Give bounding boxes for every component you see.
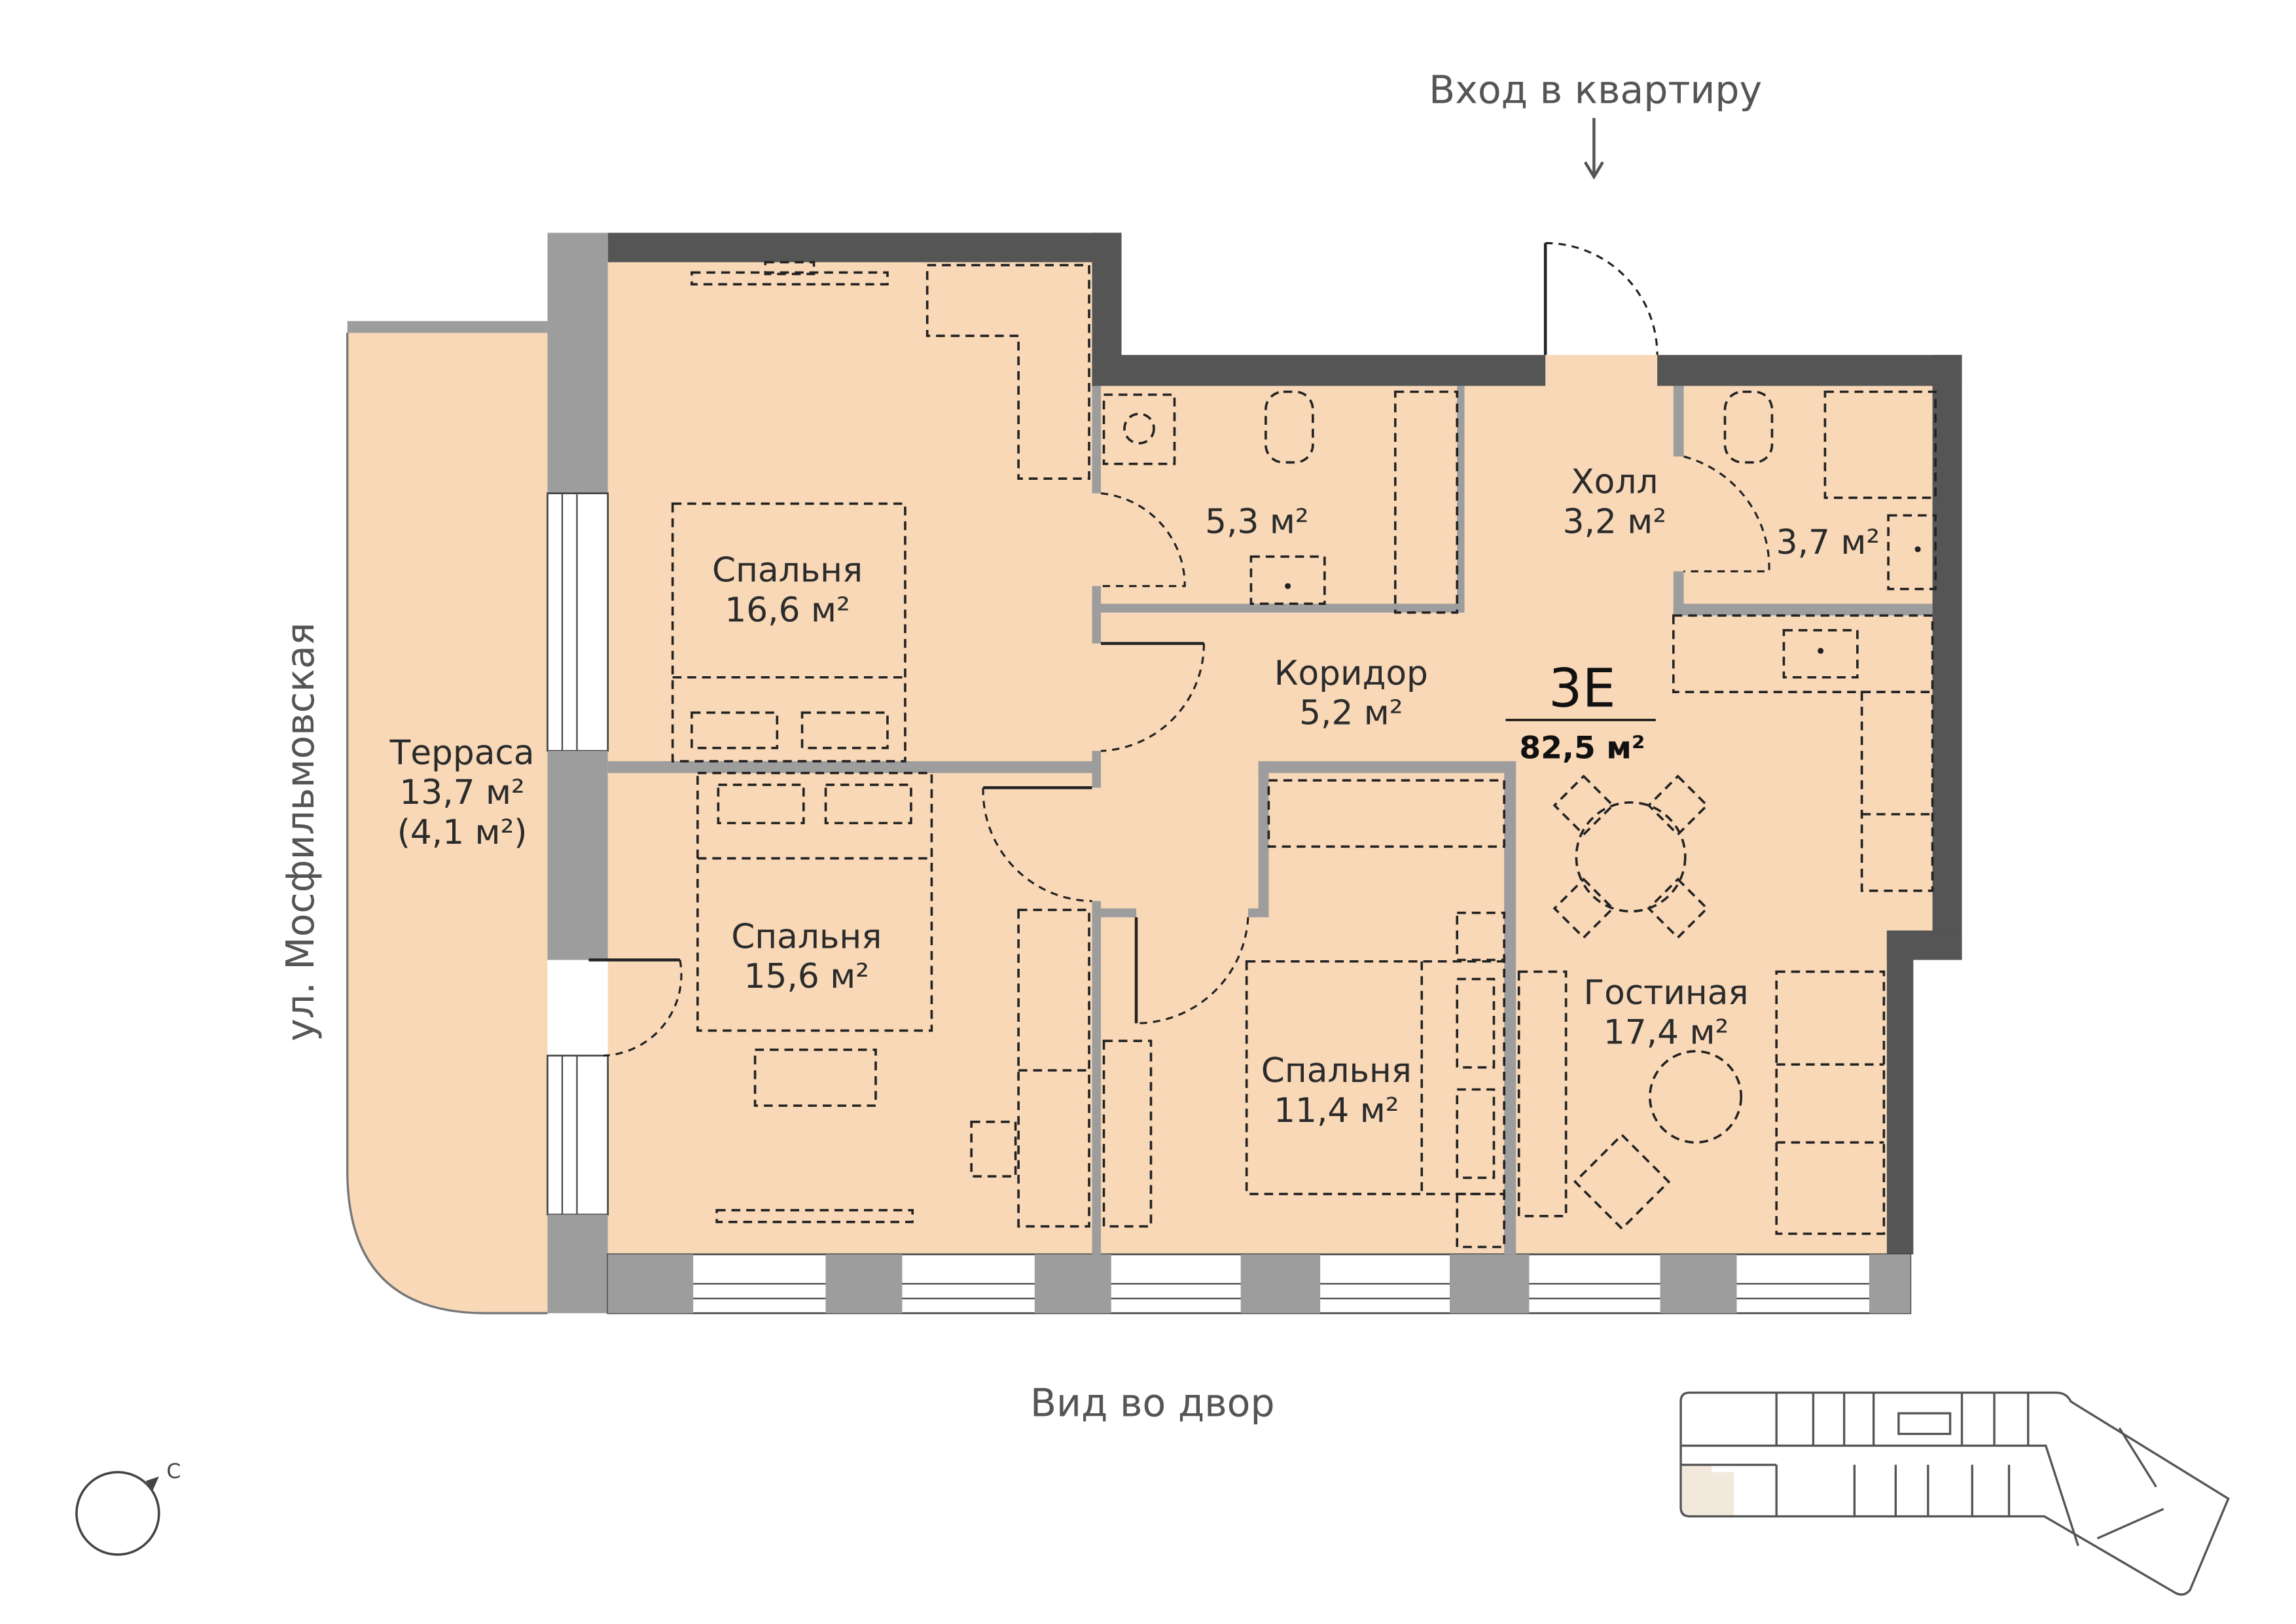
apartment-badge: 3Е 82,5 м² bbox=[1505, 659, 1656, 766]
room-name: Коридор bbox=[1274, 654, 1428, 693]
view-label: Вид во двор bbox=[1030, 1381, 1275, 1426]
interior-walls bbox=[607, 386, 1933, 1255]
doors bbox=[982, 242, 1770, 1024]
room-area: 17,4 м² bbox=[1604, 1013, 1729, 1053]
left-wall bbox=[547, 232, 683, 1314]
room-area: 5,2 м² bbox=[1299, 694, 1403, 733]
room-labels: Спальня 16,6 м² Спальня 15,6 м² Спальня … bbox=[389, 463, 1880, 1130]
room-area: 3,7 м² bbox=[1776, 523, 1880, 562]
compass-north-label: С bbox=[166, 1460, 181, 1483]
entrance-arrow-icon bbox=[1583, 118, 1604, 180]
room-area: 11,4 м² bbox=[1274, 1091, 1399, 1130]
room-note: (4,1 м²) bbox=[397, 813, 528, 852]
apartment-total-area: 82,5 м² bbox=[1519, 730, 1645, 766]
entrance-label: Вход в квартиру bbox=[1429, 68, 1762, 113]
room-name: Спальня bbox=[731, 918, 882, 957]
apartment-type: 3Е bbox=[1549, 659, 1616, 720]
room-name: Терраса bbox=[389, 733, 535, 772]
terrace bbox=[347, 327, 548, 1314]
room-name: Холл bbox=[1571, 463, 1658, 502]
room-name: Гостиная bbox=[1584, 973, 1749, 1013]
room-area: 3,2 м² bbox=[1563, 502, 1666, 541]
building-key-plan bbox=[1679, 1391, 2230, 1596]
street-label: ул. Мосфильмовская bbox=[278, 623, 323, 1041]
room-area: 5,3 м² bbox=[1205, 502, 1308, 541]
apartment-floor bbox=[607, 262, 1933, 1255]
room-name: Спальня bbox=[712, 551, 863, 590]
room-name: Спальня bbox=[1261, 1051, 1412, 1091]
room-area: 13,7 м² bbox=[399, 773, 524, 812]
furniture bbox=[671, 261, 1937, 1248]
room-area: 16,6 м² bbox=[725, 590, 850, 630]
room-area: 15,6 м² bbox=[744, 957, 869, 996]
bottom-wall bbox=[607, 1253, 1912, 1314]
outer-walls bbox=[607, 232, 1962, 1255]
compass-icon: С bbox=[75, 1460, 181, 1556]
